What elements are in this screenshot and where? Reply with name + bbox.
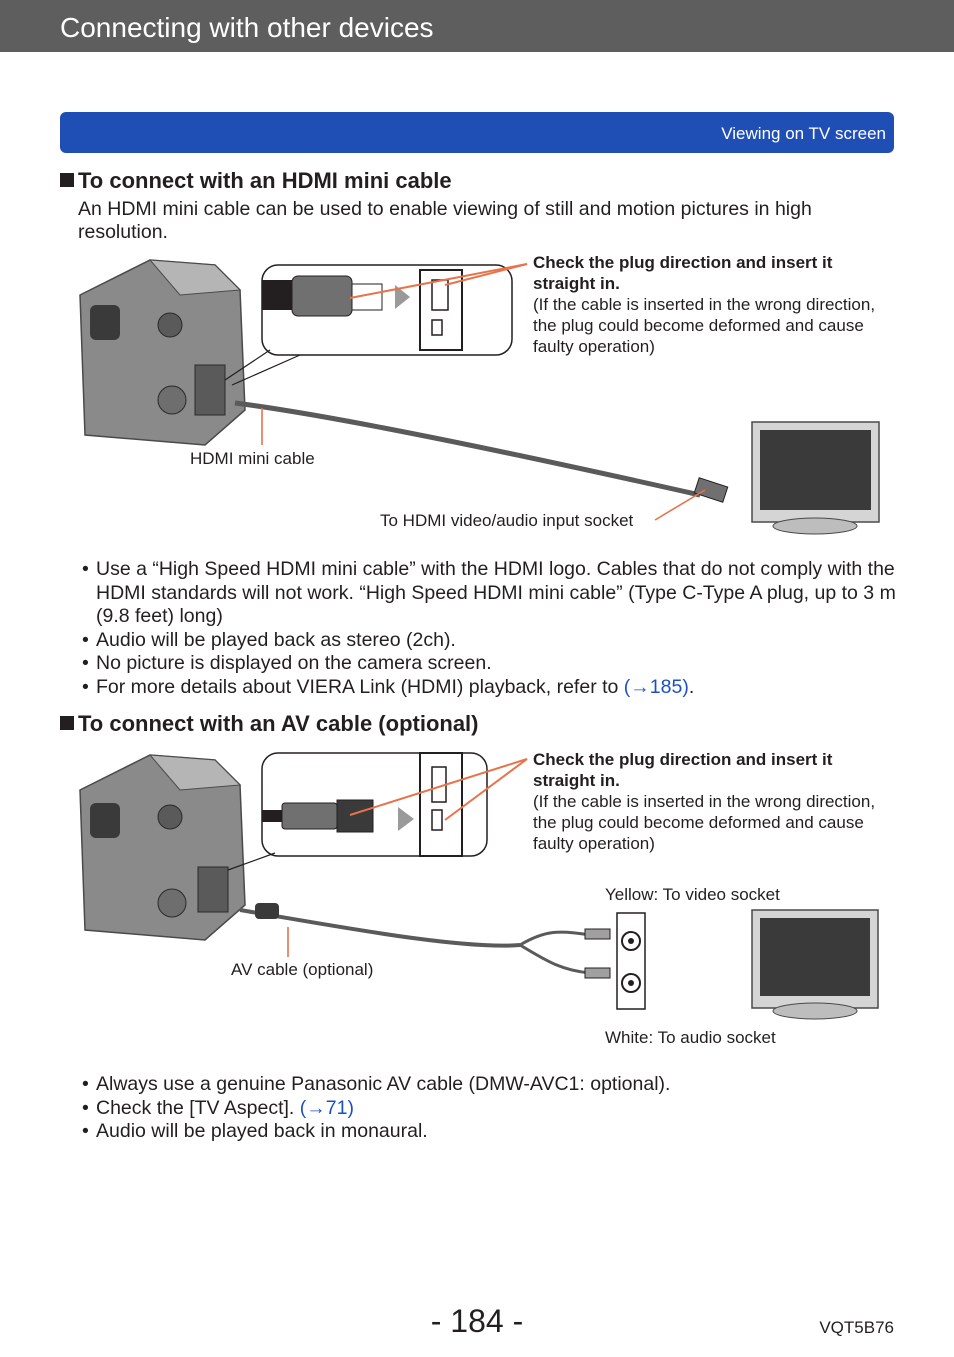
av-socket-panel — [616, 912, 646, 1010]
list-item: •Use a “High Speed HDMI mini cable” with… — [82, 558, 896, 627]
square-bullet-icon — [60, 716, 74, 730]
hdmi-socket-label: To HDMI video/audio input socket — [380, 511, 634, 530]
av-plug-zoom — [262, 752, 463, 857]
list-item: •Audio will be played back in monaural. — [82, 1120, 428, 1142]
camera-illustration — [79, 259, 246, 446]
av-cable-label: AV cable (optional) — [231, 960, 374, 979]
white-plug — [584, 967, 611, 979]
hdmi-connection-diagram — [79, 259, 880, 535]
document-code: VQT5B76 — [819, 1318, 894, 1337]
av-cable — [239, 908, 521, 948]
av-connection-diagram — [79, 752, 879, 1020]
list-item: •Check the [TV Aspect]. (→71) — [82, 1096, 354, 1119]
square-bullet-icon — [60, 173, 74, 187]
av-bullet-list: •Always use a genuine Panasonic AV cable… — [82, 1073, 897, 1144]
page-number: - 184 - — [430, 1303, 524, 1339]
hdmi-plug-note-bold: Check the plug direction and insert it s… — [533, 253, 833, 293]
av-heading: To connect with an AV cable (optional) — [60, 711, 479, 737]
hdmi-cable — [234, 400, 701, 498]
tv-aspect-page-link[interactable]: (→71) — [299, 1096, 354, 1119]
tv-illustration — [751, 909, 879, 1020]
viera-link-page-link[interactable]: (→185) — [623, 675, 689, 698]
av-plug-note-text: (If the cable is inserted in the wrong d… — [533, 792, 876, 853]
ferrite-core — [255, 903, 279, 919]
hdmi-heading-text: To connect with an HDMI mini cable — [78, 168, 452, 193]
hdmi-cable-label: HDMI mini cable — [190, 449, 315, 468]
hdmi-plug-tv-end — [693, 477, 729, 503]
yellow-plug — [584, 928, 611, 940]
hdmi-bullet-list: •Use a “High Speed HDMI mini cable” with… — [82, 558, 897, 699]
av-plug-note: Check the plug direction and insert it s… — [533, 749, 893, 854]
section-bar-label: Viewing on TV screen — [721, 124, 886, 143]
yellow-socket-label: Yellow: To video socket — [605, 885, 780, 904]
av-heading-text: To connect with an AV cable (optional) — [78, 711, 479, 736]
section-bar: Viewing on TV screen — [60, 112, 894, 153]
hdmi-heading: To connect with an HDMI mini cable — [60, 168, 452, 194]
list-item: •No picture is displayed on the camera s… — [82, 652, 492, 674]
camera-illustration — [79, 754, 246, 941]
list-item: •Always use a genuine Panasonic AV cable… — [82, 1073, 671, 1095]
page-header-bar: Connecting with other devices — [0, 0, 954, 52]
white-socket-label: White: To audio socket — [605, 1028, 776, 1047]
list-item: •For more details about VIERA Link (HDMI… — [82, 675, 695, 698]
hdmi-intro: An HDMI mini cable can be used to enable… — [78, 198, 812, 243]
hdmi-plug-note: Check the plug direction and insert it s… — [533, 252, 893, 357]
av-plug-note-bold: Check the plug direction and insert it s… — [533, 750, 833, 790]
list-item: •Audio will be played back as stereo (2c… — [82, 628, 456, 651]
tv-illustration — [751, 421, 880, 535]
page-header-title: Connecting with other devices — [60, 12, 434, 43]
hdmi-plug-note-text: (If the cable is inserted in the wrong d… — [533, 295, 876, 356]
